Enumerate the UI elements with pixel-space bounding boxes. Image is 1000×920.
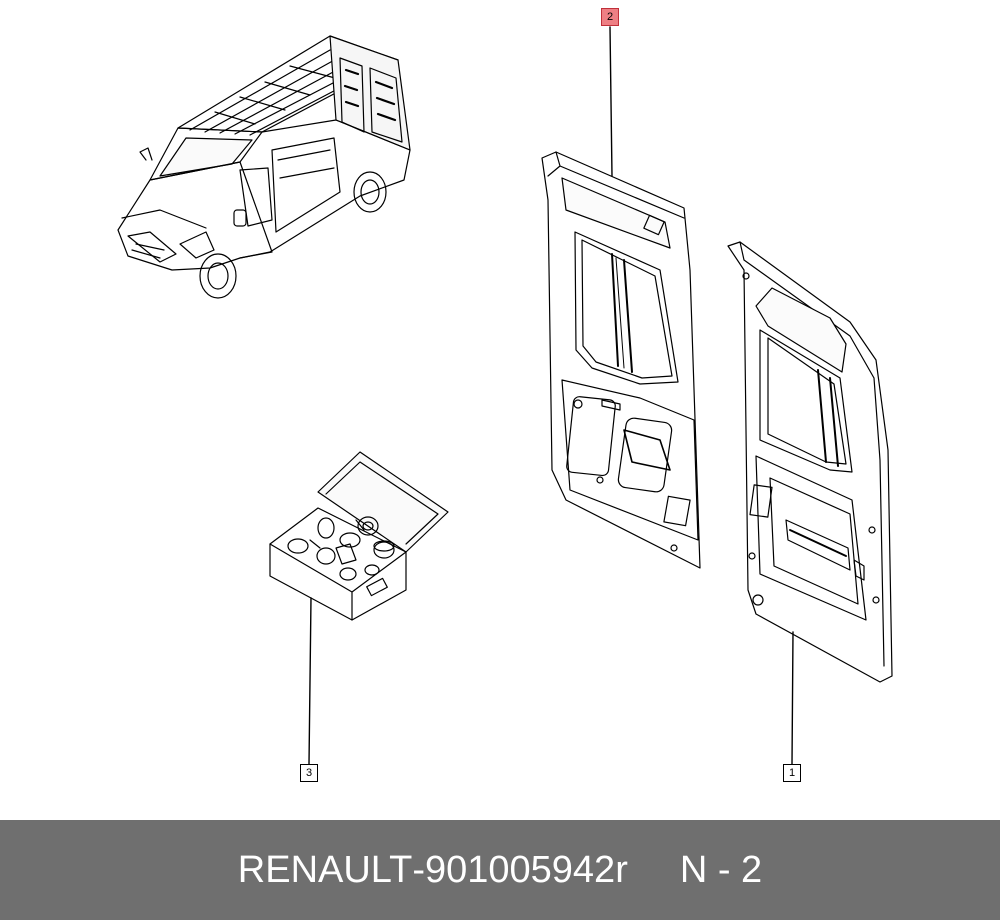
- callout-1[interactable]: 1: [783, 764, 801, 782]
- leader-line-1: [791, 631, 794, 765]
- leader-line-3: [308, 597, 312, 765]
- callout-3[interactable]: 3: [300, 764, 318, 782]
- brand-name: RENAULT: [237, 848, 413, 891]
- parts-diagram: [117, 26, 893, 765]
- fitting-kit-box[interactable]: [269, 451, 449, 621]
- part-number: 901005942r: [424, 848, 628, 891]
- leader-lines: [308, 26, 794, 765]
- callout-2[interactable]: 2: [601, 8, 619, 26]
- footer-dash: -: [412, 848, 425, 891]
- position-code: N - 2: [679, 848, 763, 891]
- van-illustration: [117, 35, 411, 299]
- rear-door-right[interactable]: [727, 241, 893, 683]
- leader-line-2: [609, 26, 613, 177]
- rear-door-left[interactable]: [541, 151, 701, 569]
- footer-bar: RENAULT - 901005942r N - 2: [0, 820, 1000, 920]
